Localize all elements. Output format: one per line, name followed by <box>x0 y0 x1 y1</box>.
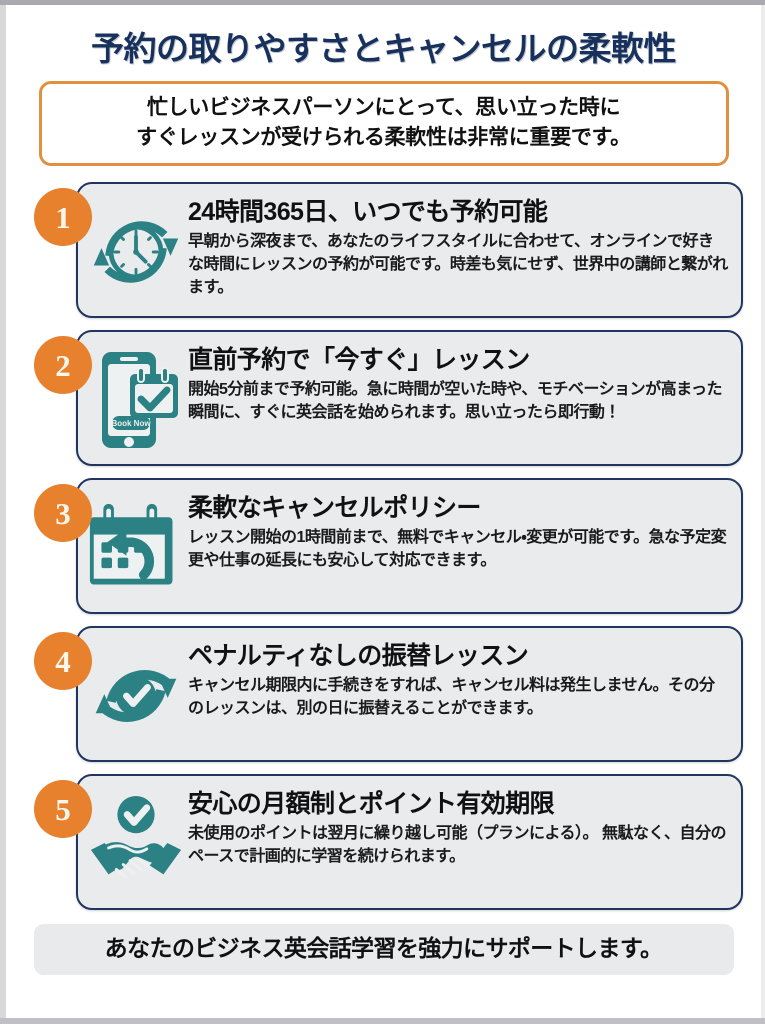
card-heading: 直前予約で「今すぐ」レッスン <box>188 346 530 375</box>
handshake-check-icon <box>84 786 188 898</box>
card-heading: 24時間365日、いつでも予約可能 <box>188 198 548 227</box>
page-edge-bottom <box>0 1018 765 1024</box>
card-number-badge: 3 <box>34 484 92 543</box>
book-now-label: Book Now <box>111 419 151 428</box>
card-heading: 安心の月額制とポイント有効期限 <box>188 790 555 819</box>
card-body-container: Book Now 直前予約で「今すぐ」レッスン 開始5分前まで予約可能。急に時間… <box>76 330 743 467</box>
card-text-block: 柔軟なキャンセルポリシー レッスン開始の1時間前まで、無料でキャンセル・変更が可… <box>188 490 729 572</box>
card-number-badge: 1 <box>34 188 92 247</box>
subtitle-line-2: すぐレッスンが受けられる柔軟性は非常に重要です。 <box>136 125 631 149</box>
card-body-container: ペナルティなしの振替レッスン キャンセル期限内に手続きをすれば、キャンセル料は発… <box>76 626 743 763</box>
refresh-check-icon <box>84 638 188 750</box>
feature-card-list: 1 <box>6 182 761 911</box>
card-description: 未使用のポイントは翌月に繰り越し可能（プランによる）。 無駄なく、自分のペースで… <box>188 825 726 865</box>
calendar-undo-icon <box>84 490 188 602</box>
feature-card-5: 5 <box>24 774 743 911</box>
smartphone-booking-icon: Book Now <box>84 342 188 454</box>
card-number-badge: 5 <box>34 780 92 839</box>
card-text-block: ペナルティなしの振替レッスン キャンセル期限内に手続きをすれば、キャンセル料は発… <box>188 638 729 720</box>
subtitle-callout: 忙しいビジネスパーソンにとって、思い立った時に すぐレッスンが受けられる柔軟性は… <box>38 81 729 167</box>
clock-refresh-icon <box>84 194 188 306</box>
feature-card-1: 1 <box>24 182 743 319</box>
card-heading: 柔軟なキャンセルポリシー <box>188 494 481 523</box>
card-description: キャンセル期限内に手続きをすれば、キャンセル料は発生しません。その分のレッスンは… <box>188 677 715 717</box>
page-edge-right <box>761 5 765 1018</box>
card-body-container: 安心の月額制とポイント有効期限 未使用のポイントは翌月に繰り越し可能（プランによ… <box>76 774 743 911</box>
feature-card-4: 4 <box>24 626 743 763</box>
card-text-block: 安心の月額制とポイント有効期限 未使用のポイントは翌月に繰り越し可能（プランによ… <box>188 786 729 868</box>
card-number-badge: 4 <box>34 632 92 691</box>
card-description: 早朝から深夜まで、あなたのライフスタイルに合わせて、オンラインで好きな時間にレッ… <box>188 233 728 296</box>
content-area: 予約の取りやすさとキャンセルの柔軟性 忙しいビジネスパーソンにとって、思い立った… <box>6 5 761 1018</box>
page-title: 予約の取りやすさとキャンセルの柔軟性 <box>91 30 677 67</box>
card-heading: ペナルティなしの振替レッスン <box>188 642 529 671</box>
feature-card-3: 3 <box>24 478 743 615</box>
page-edge-left <box>0 5 6 1018</box>
card-body-container: 柔軟なキャンセルポリシー レッスン開始の1時間前まで、無料でキャンセル・変更が可… <box>76 478 743 615</box>
card-text-block: 直前予約で「今すぐ」レッスン 開始5分前まで予約可能。急に時間が空いた時や、モチ… <box>188 342 729 424</box>
footer-banner: あなたのビジネス英会話学習を強力にサポートします。 <box>33 924 734 975</box>
footer-text: あなたのビジネス英会話学習を強力にサポートします。 <box>104 935 663 962</box>
card-description: レッスン開始の1時間前まで、無料でキャンセル・変更が可能です。急な予定変更や仕事… <box>188 529 727 569</box>
card-body-container: 24時間365日、いつでも予約可能 早朝から深夜まで、あなたのライフスタイルに合… <box>76 182 743 319</box>
page-edge-top <box>0 0 765 5</box>
card-number-badge: 2 <box>34 336 92 395</box>
card-text-block: 24時間365日、いつでも予約可能 早朝から深夜まで、あなたのライフスタイルに合… <box>188 194 729 299</box>
feature-card-2: 2 Book Now <box>24 330 743 467</box>
subtitle-line-1: 忙しいビジネスパーソンにとって、思い立った時に <box>146 96 621 120</box>
card-description: 開始5分前まで予約可能。急に時間が空いた時や、モチベーションが高まった瞬間に、す… <box>188 381 722 421</box>
